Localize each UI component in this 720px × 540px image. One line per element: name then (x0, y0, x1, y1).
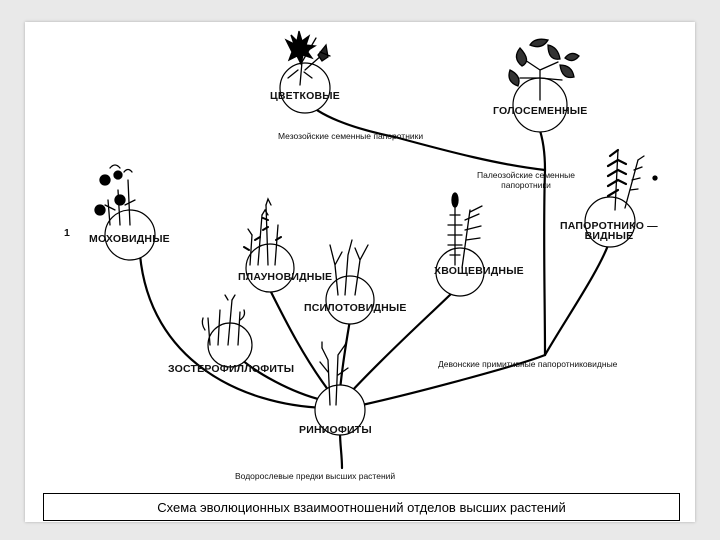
branch-gymnosperm-trunk (536, 123, 547, 357)
psilotophyte-plant-drawing (329, 239, 369, 296)
moss-plant-drawing (94, 164, 136, 226)
slide-canvas (25, 22, 695, 522)
node-circle-lycopods (245, 243, 295, 293)
label-gymnosperms: ГОЛОСЕМЕННЫЕ (493, 105, 588, 117)
branch-mesozoic (393, 135, 547, 172)
zosterophyll-plant-drawing (201, 294, 246, 346)
node-circle-flowering (279, 62, 331, 114)
annotation-paleozoic: Палеозойские семенные папоротники (477, 170, 575, 190)
node-circle-mosses (104, 209, 156, 261)
node-circle-ferns (584, 196, 636, 248)
label-lycopods: ПЛАУНОВИДНЫЕ (238, 271, 333, 283)
flowering-plant-drawing (284, 30, 331, 86)
gymnosperm-plant-drawing (508, 38, 580, 101)
label-ferns-line1: ПАПОРОТНИКО — (560, 220, 658, 232)
annotation-mesozoic: Мезозойские семенные папоротники (278, 131, 424, 141)
annotation-paleozoic-line2: папоротники (501, 180, 551, 190)
node-circle-rhyniophytes (314, 384, 366, 436)
label-ferns: ПАПОРОТНИКО — ВИДНЫЕ (560, 220, 658, 242)
rhyniophyte-plant-drawing (319, 339, 349, 406)
label-mosses: МОХОВИДНЫЕ (89, 233, 170, 245)
caption-box: Схема эволюционных взаимоотношений отдел… (43, 493, 680, 521)
node-circle-horsetails (435, 247, 485, 297)
label-ferns-line2: ВИДНЫЕ (584, 230, 634, 242)
lycopod-plant-drawing (243, 197, 282, 266)
marker-number: 1 (64, 227, 71, 239)
horsetail-plant-drawing (447, 192, 483, 269)
branch-zosterophyll (238, 356, 324, 402)
branch-ferns (543, 238, 612, 357)
label-flowering: ЦВЕТКОВЫЕ (270, 90, 340, 102)
label-zosterophyll: ЗОСТЕРОФИЛЛОФИТЫ (168, 363, 295, 375)
annotation-devonian: Девонские примитивные папоротниковидные (438, 359, 618, 369)
branch-mosses (138, 253, 327, 410)
annotation-paleozoic-line1: Палеозойские семенные (477, 170, 576, 180)
caption-text: Схема эволюционных взаимоотношений отдел… (157, 499, 566, 515)
fern-plant-drawing (606, 148, 658, 211)
label-psilotophytes: ПСИЛОТОВИДНЫЕ (304, 302, 407, 314)
label-horsetails: ХВОЩЕВИДНЫЕ (434, 265, 524, 277)
branch-psilotophytes (338, 318, 352, 392)
branch-devonian (360, 353, 547, 407)
node-circle-psilotophytes (325, 275, 375, 325)
branch-algal (338, 430, 344, 470)
label-rhyniophytes: РИНИОФИТЫ (299, 424, 372, 436)
branch-horsetails (348, 288, 457, 395)
branch-lycopods (268, 288, 334, 397)
annotation-algal: Водорослевые предки высших растений (235, 471, 396, 481)
